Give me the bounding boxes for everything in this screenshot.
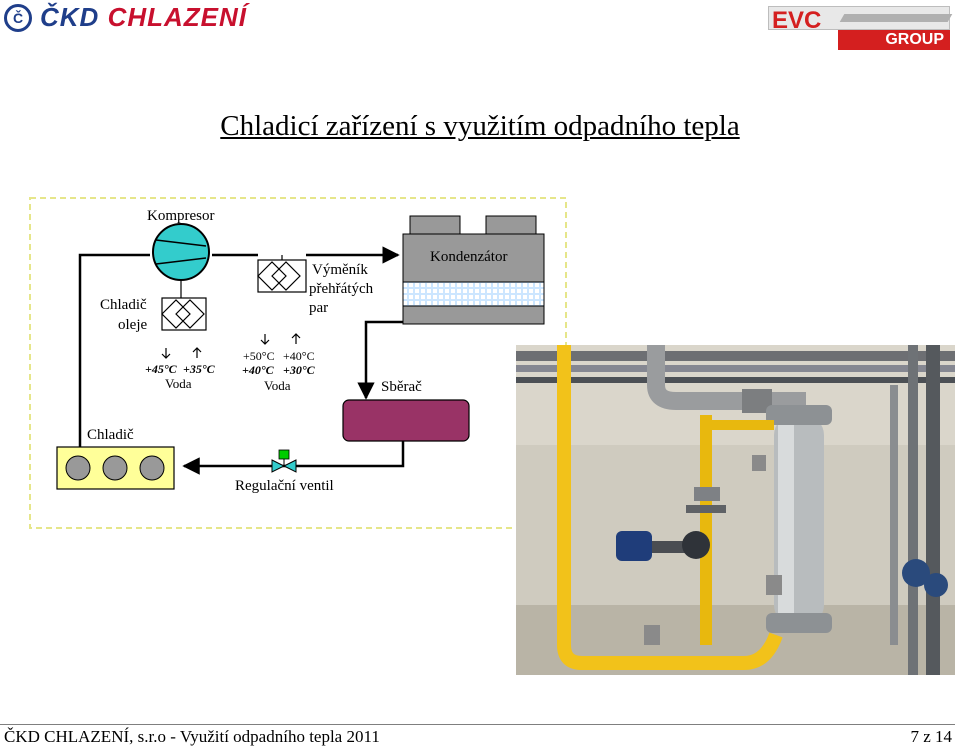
ex-water-label: Voda <box>264 378 291 393</box>
ex-temp-1: +50°C <box>243 349 275 363</box>
evc-group-text: GROUP <box>838 30 950 50</box>
evaporator-fan-3 <box>139 455 165 481</box>
ckd-seal-icon: Č <box>4 4 32 32</box>
pipe-receiver-to-evaporator <box>182 441 405 475</box>
evc-group-logo: EVC GROUP <box>768 6 953 50</box>
condenser-label: Kondenzátor <box>430 249 507 265</box>
evaporator-fan-2 <box>102 455 128 481</box>
desuperheater-label-1: Výměník <box>312 262 368 278</box>
desuperheater-label-2: přehřátých <box>309 281 374 297</box>
regulating-valve-icon <box>271 449 297 473</box>
slide-title: Chladicí zařízení s využitím odpadního t… <box>220 110 740 142</box>
ex-temp-3: +40°C <box>242 363 275 377</box>
evc-text: EVC <box>772 7 822 34</box>
evaporator-label: Chladič <box>87 427 134 443</box>
oil-water-label: Voda <box>165 376 192 391</box>
footer-text: ČKD CHLAZENÍ, s.r.o - Využití odpadního … <box>4 727 380 746</box>
desuperheater-label-3: par <box>309 300 328 316</box>
condenser-body <box>402 233 545 325</box>
condenser-coil <box>402 281 545 307</box>
ckd-wordmark: ČKD CHLAZENÍ <box>40 2 247 32</box>
oil-cooler-exchanger <box>161 297 207 331</box>
page-number: 7 z 14 <box>910 727 952 746</box>
receiver <box>342 399 470 442</box>
condenser-fan-left <box>409 215 461 235</box>
footer-divider <box>0 724 955 725</box>
compressor-symbol <box>155 239 207 265</box>
compressor-label: Kompresor <box>147 208 215 224</box>
ex-temp-2: +40°C <box>283 349 315 363</box>
oil-cooler-label-2: oleje <box>118 317 147 333</box>
condenser-fan-right <box>485 215 537 235</box>
desuperheater-exchanger <box>257 259 307 293</box>
oil-water-in: +45°C <box>145 362 178 376</box>
pipe-evaporator-to-compressor <box>78 253 150 458</box>
condenser <box>402 215 545 325</box>
oil-water-out: +35°C <box>183 362 216 376</box>
evaporator-fan-1 <box>65 455 91 481</box>
installation-photo <box>516 345 955 675</box>
ex-temp-4: +30°C <box>283 363 316 377</box>
oil-cooler-label-1: Chladič <box>100 297 147 313</box>
pipe-condenser-to-receiver <box>357 320 403 400</box>
compressor <box>152 223 210 281</box>
valve-label: Regulační ventil <box>235 478 334 494</box>
receiver-label: Sběrač <box>381 379 422 395</box>
